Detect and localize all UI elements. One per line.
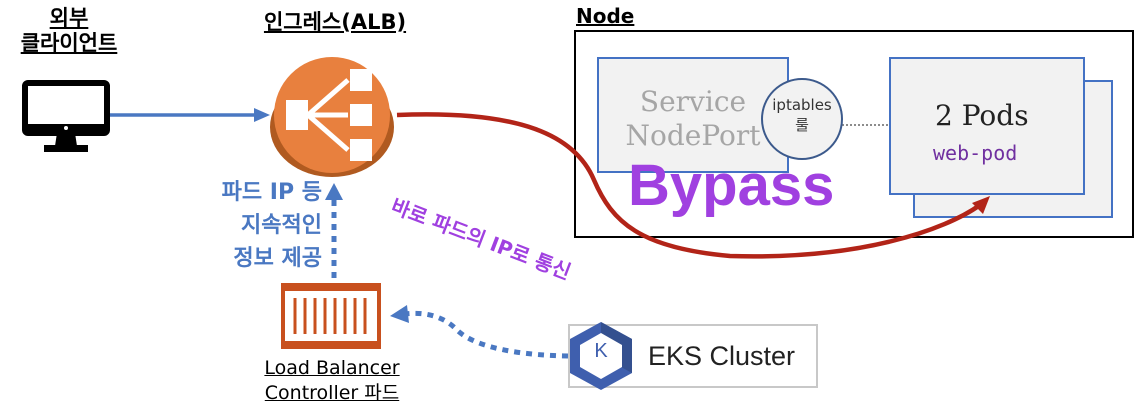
eks-cluster-label: EKS Cluster bbox=[648, 341, 796, 371]
ingress-label: 인그레스(ALB) bbox=[263, 10, 407, 34]
iptables-line2: 룰 bbox=[795, 115, 809, 134]
lbc-line1: Load Balancer bbox=[264, 357, 400, 379]
node-label: Node bbox=[576, 4, 635, 28]
pods-name: web-pod bbox=[933, 141, 1018, 165]
service-nodeport-box: Service NodePort bbox=[597, 57, 789, 173]
alb-icon bbox=[270, 57, 394, 177]
ip-info-note: 파드 IP 등 지속적인 정보 제공 bbox=[160, 176, 322, 275]
client-to-alb-arrow bbox=[110, 108, 270, 122]
pods-title: 2 Pods bbox=[935, 99, 1029, 132]
lbc-to-alb-arrow bbox=[325, 183, 343, 278]
bypass-text: Bypass bbox=[628, 153, 835, 218]
monitor-icon bbox=[22, 80, 110, 152]
lbc-line2: Controller 파드 bbox=[264, 381, 400, 404]
service-line1: Service bbox=[639, 85, 747, 118]
ip-info-line2: 지속적인 bbox=[241, 213, 322, 238]
lbc-label: Load Balancer Controller 파드 bbox=[242, 356, 422, 405]
iptables-line1: iptables bbox=[772, 96, 832, 114]
service-line2: NodePort bbox=[625, 118, 761, 152]
ip-info-line3: 정보 제공 bbox=[233, 246, 322, 271]
external-client-line1: 외부 bbox=[49, 6, 89, 30]
external-client-label: 외부 클라이언트 bbox=[4, 6, 134, 56]
iptables-rule: iptables 룰 bbox=[761, 78, 843, 160]
external-client-line2: 클라이언트 bbox=[20, 31, 118, 56]
lbc-icon bbox=[281, 283, 381, 349]
ip-info-line1: 파드 IP 등 bbox=[221, 180, 322, 205]
eks-icon bbox=[570, 322, 632, 390]
pod-box-front: 2 Pods web-pod bbox=[889, 57, 1085, 195]
iptables-connector bbox=[842, 124, 890, 126]
eks-k-letter: K bbox=[594, 340, 608, 362]
